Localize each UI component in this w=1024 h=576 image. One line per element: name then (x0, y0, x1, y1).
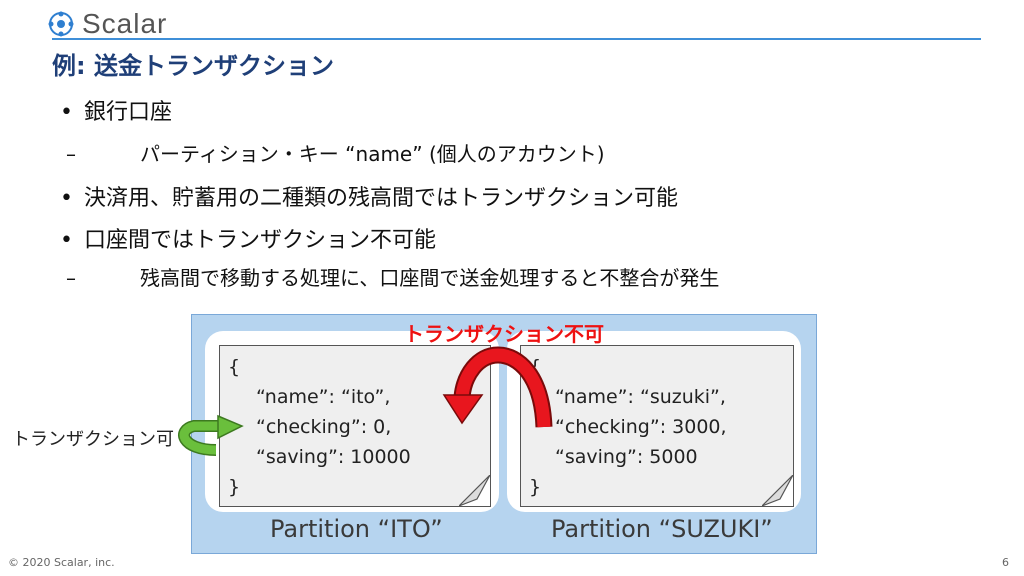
code-line: } (228, 476, 241, 498)
bullet-item: • 口座間ではトランザクション不可能 (60, 222, 436, 254)
bullet-symbol: • (60, 186, 73, 211)
code-line: “name”: “suzuki”, (555, 386, 726, 408)
sub-bullet-item: – 残高間で移動する処理に、口座間で送金処理すると不整合が発生 (66, 262, 719, 291)
code-line: } (529, 476, 542, 498)
bullet-text: 口座間ではトランザクション不可能 (84, 228, 437, 253)
left-fold-corner (459, 475, 491, 507)
code-line: “checking”: 3000, (555, 416, 727, 438)
bullet-text: パーティション・キー “name” (個人のアカウント) (140, 142, 605, 166)
right-partition-label: Partition “SUZUKI” (551, 515, 773, 543)
left-partition-label: Partition “ITO” (270, 515, 443, 543)
code-line: “saving”: 10000 (256, 446, 411, 468)
page-number: 6 (1002, 556, 1009, 569)
bullet-symbol: – (66, 266, 76, 290)
code-line: “saving”: 5000 (555, 446, 698, 468)
left-record-card (219, 345, 491, 507)
bullet-text: 残高間で移動する処理に、口座間で送金処理すると不整合が発生 (140, 266, 720, 290)
header-rule (52, 38, 981, 40)
code-line: “checking”: 0, (256, 416, 392, 438)
bullet-symbol: • (60, 100, 73, 125)
right-record-card (520, 345, 794, 507)
right-fold-corner (762, 475, 794, 507)
bullet-text: 決済用、貯蓄用の二種類の残高間ではトランザクション可能 (84, 186, 679, 211)
bullet-symbol: – (66, 142, 76, 166)
code-line: { (228, 356, 241, 378)
scalar-logo-icon (48, 11, 74, 37)
red-curved-arrow-icon (442, 346, 553, 428)
green-curved-arrow-icon (178, 414, 244, 456)
left-record-code: { “name”: “ito”, “checking”: 0, “saving”: 1… (228, 352, 411, 502)
red-arrow-label: トランザクション不可 (404, 322, 604, 346)
right-record-code: {“name”: “suzuki”,“checking”: 3000,“savi… (529, 352, 727, 502)
logo-text: Scalar (82, 8, 168, 39)
copyright-footer: © 2020 Scalar, inc. (8, 556, 115, 569)
code-line: “name”: “ito”, (256, 386, 391, 408)
green-arrow-label: トランザクション可 (12, 429, 174, 450)
bullet-item: • 銀行口座 (60, 94, 172, 126)
bullet-symbol: • (60, 228, 73, 253)
scalar-logo: Scalar (48, 8, 167, 40)
page-title: 例: 送金トランザクション (52, 52, 334, 80)
bullet-text: 銀行口座 (84, 100, 173, 125)
sub-bullet-item: – パーティション・キー “name” (個人のアカウント) (66, 138, 605, 167)
bullet-item: • 決済用、貯蓄用の二種類の残高間ではトランザクション可能 (60, 180, 678, 212)
